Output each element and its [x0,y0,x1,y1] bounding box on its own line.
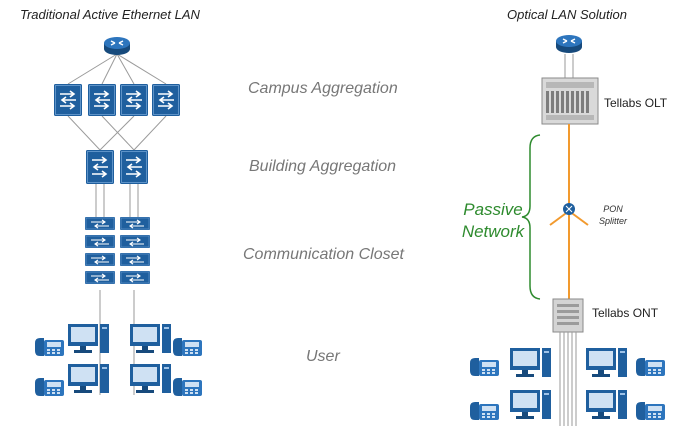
pon-splitter-icon [549,203,589,226]
optical-lan-title: Optical LAN Solution [507,7,627,22]
core-router-icon [555,34,583,54]
tier-label-user: User [306,348,340,365]
closet-switch-icon [84,270,116,285]
pon-splitter-line2: Splitter [598,216,627,226]
tellabs-olt-label: Tellabs OLT [604,96,668,110]
traditional-lan-title: Traditional Active Ethernet LAN [20,7,200,22]
tellabs-ont-label: Tellabs ONT [592,306,659,320]
closet-switch-icon [119,270,151,285]
desktop-computer-icon [130,364,171,393]
desktop-computer-icon [68,364,109,393]
tier-label-communication-closet: Communication Closet [243,246,404,263]
ip-phone-icon [35,338,64,356]
olt-chassis-icon [541,77,599,125]
ont-device-icon [552,298,584,333]
ip-phone-icon [173,378,202,396]
passive-network-line2: Network [461,222,525,241]
tier-label-campus-aggregation: Campus Aggregation [248,80,398,97]
desktop-computer-icon [586,348,627,377]
core-router-icon [103,36,131,56]
pon-splitter-label: PON Splitter [590,203,636,227]
ip-phone-icon [636,402,665,420]
desktop-computer-icon [510,390,551,419]
closet-switch-icon [84,252,116,267]
passive-network-line1: Passive [463,200,523,219]
campus-switch-icon [53,83,83,117]
ip-phone-icon [636,358,665,376]
closet-switch-icon [119,234,151,249]
closet-switch-icon [84,216,116,231]
pon-splitter-line1: PON [603,204,623,214]
traditional-lan-links [67,53,167,322]
ont-user-cables [559,332,577,426]
ip-phone-icon [470,402,499,420]
desktop-computer-icon [510,348,551,377]
desktop-computer-icon [68,324,109,353]
closet-switch-icon [119,252,151,267]
closet-switch-icon [119,216,151,231]
campus-switch-icon [151,83,181,117]
closet-switch-icon [84,234,116,249]
desktop-computer-icon [130,324,171,353]
campus-switch-icon [87,83,117,117]
building-switch-icon [119,149,149,185]
building-switch-icon [85,149,115,185]
campus-switch-icon [119,83,149,117]
ip-phone-icon [35,378,64,396]
passive-network-brace [521,134,541,300]
ip-phone-icon [470,358,499,376]
desktop-computer-icon [586,390,627,419]
ip-phone-icon [173,338,202,356]
tier-label-building-aggregation: Building Aggregation [249,158,397,175]
passive-network-label: Passive Network [454,199,532,243]
